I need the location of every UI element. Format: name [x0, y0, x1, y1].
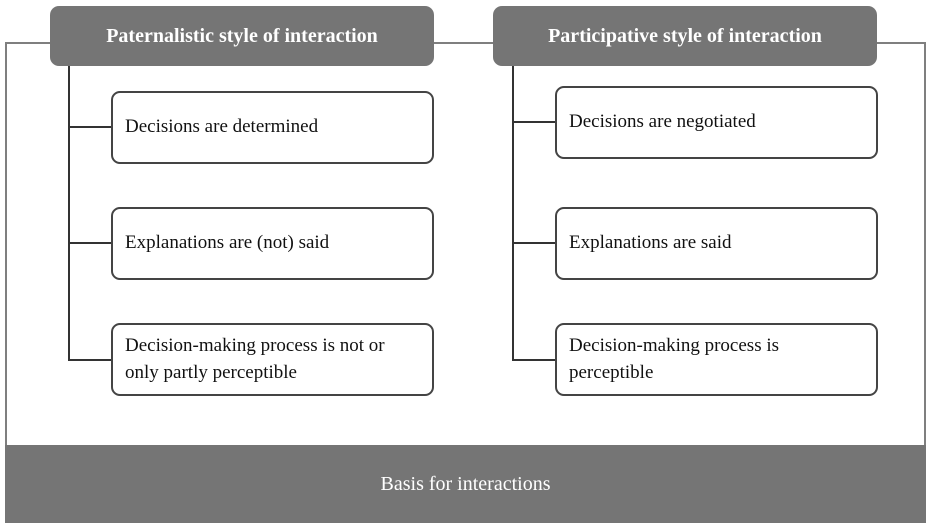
- basis-for-interactions-bar: Basis for interactions: [5, 445, 926, 523]
- paternalistic-header-label: Paternalistic style of interaction: [106, 24, 378, 47]
- left-connector-3: [68, 359, 111, 361]
- paternalistic-header: Paternalistic style of interaction: [50, 6, 434, 66]
- left-connector-2: [68, 242, 111, 244]
- right-connector-3: [512, 359, 555, 361]
- basis-label: Basis for interactions: [380, 472, 551, 495]
- right-item-process: Decision-making process is perceptible: [555, 323, 878, 396]
- right-item-explanations: Explanations are said: [555, 207, 878, 280]
- left-connector-1: [68, 126, 111, 128]
- right-vertical-connector: [512, 66, 514, 360]
- left-item-explanations: Explanations are (not) said: [111, 207, 434, 280]
- left-item-decisions: Decisions are determined: [111, 91, 434, 164]
- right-item-explanations-label: Explanations are said: [569, 232, 732, 254]
- left-item-process-label: Decision-making process is not or only p…: [125, 334, 385, 383]
- right-item-decisions: Decisions are negotiated: [555, 86, 878, 159]
- right-item-process-label: Decision-making process is perceptible: [569, 334, 780, 383]
- participative-header: Participative style of interaction: [493, 6, 877, 66]
- right-connector-1: [512, 121, 555, 123]
- right-connector-2: [512, 242, 555, 244]
- right-item-decisions-label: Decisions are negotiated: [569, 111, 756, 133]
- left-item-process: Decision-making process is not or only p…: [111, 323, 434, 396]
- participative-header-label: Participative style of interaction: [548, 24, 822, 47]
- left-vertical-connector: [68, 66, 70, 360]
- left-item-decisions-label: Decisions are determined: [125, 116, 319, 138]
- left-item-explanations-label: Explanations are (not) said: [125, 232, 330, 254]
